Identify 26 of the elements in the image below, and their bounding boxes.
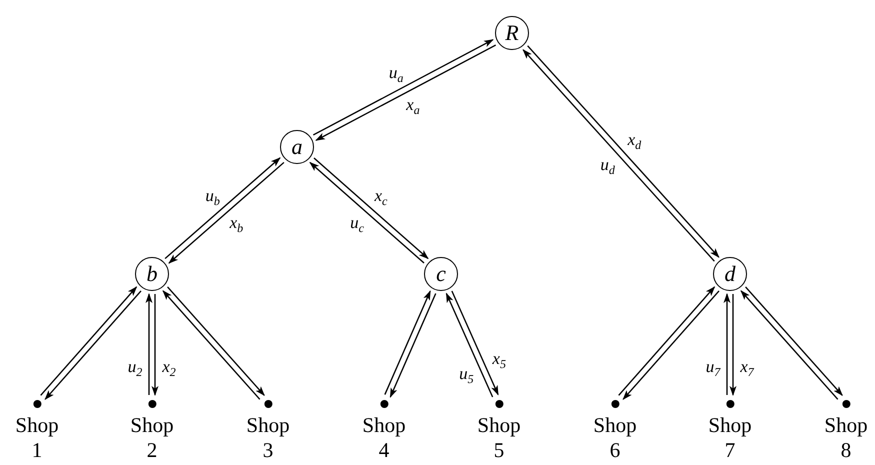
shop-label: Shop 8 [824, 413, 868, 463]
shop-label: Shop 7 [708, 413, 752, 463]
node-circle [495, 16, 529, 50]
arrow [724, 293, 730, 395]
node-letter: d [724, 263, 736, 285]
arrow [390, 293, 436, 398]
arrow [152, 294, 158, 396]
arrow [451, 290, 499, 396]
arrow [730, 294, 736, 396]
node-circle [713, 257, 747, 291]
shop-label: Shop 6 [593, 413, 637, 463]
shop-label: Shop 5 [477, 413, 521, 463]
shop-label: Shop 4 [362, 413, 406, 463]
arrow [384, 290, 431, 395]
arrow [146, 293, 152, 395]
shop-label: Shop 2 [130, 413, 174, 463]
node-circle [135, 257, 169, 291]
node-circle [424, 257, 458, 291]
shop-label: Shop 3 [246, 413, 290, 463]
node-letter: b [146, 263, 158, 285]
node-letter: c [436, 263, 446, 285]
node-letter: a [292, 136, 302, 158]
arrow [446, 292, 494, 398]
node-circle [280, 130, 314, 164]
shop-label: Shop 1 [15, 413, 59, 463]
node-letter: R [505, 22, 519, 44]
